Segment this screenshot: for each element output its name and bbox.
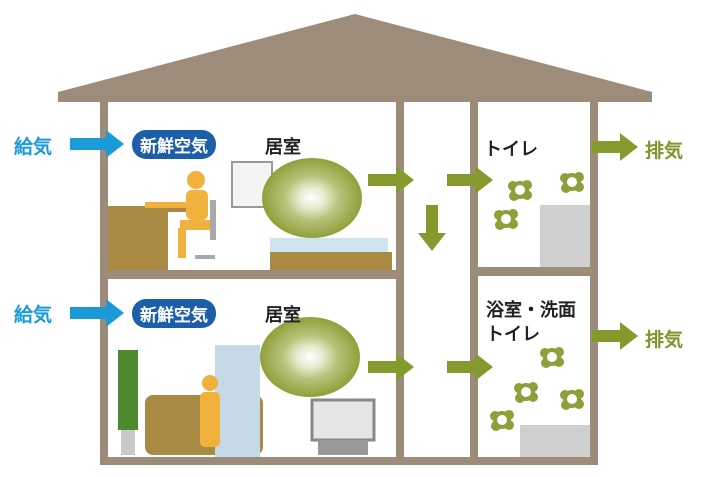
fresh-air-badge: 新鮮空気 (132, 130, 216, 159)
bath-label: 浴室・洗面 (486, 300, 576, 321)
fresh-air-badge: 新鮮空気 (132, 299, 216, 328)
supply-label: 給気 (14, 304, 53, 326)
supply-label: 給気 (14, 136, 53, 158)
plant (118, 350, 138, 430)
tv (310, 398, 376, 442)
door (215, 345, 260, 457)
desk (108, 210, 168, 270)
bathtub (520, 425, 590, 457)
odor-cloud (260, 317, 360, 397)
exhaust-label: 排気 (645, 329, 684, 351)
toilet-label: トイレ (484, 139, 538, 160)
room-label: 居室 (265, 137, 301, 158)
bed (270, 238, 388, 256)
person-sitting-icon (145, 171, 210, 258)
odor-cloud (262, 158, 362, 238)
exhaust-label: 排気 (645, 140, 684, 162)
toilet-label: トイレ (486, 324, 540, 345)
room-label: 居室 (265, 305, 301, 326)
roof (58, 14, 652, 102)
toilet (540, 205, 590, 267)
chair (210, 200, 216, 240)
person-standing-icon (200, 375, 220, 447)
walls (100, 100, 598, 465)
